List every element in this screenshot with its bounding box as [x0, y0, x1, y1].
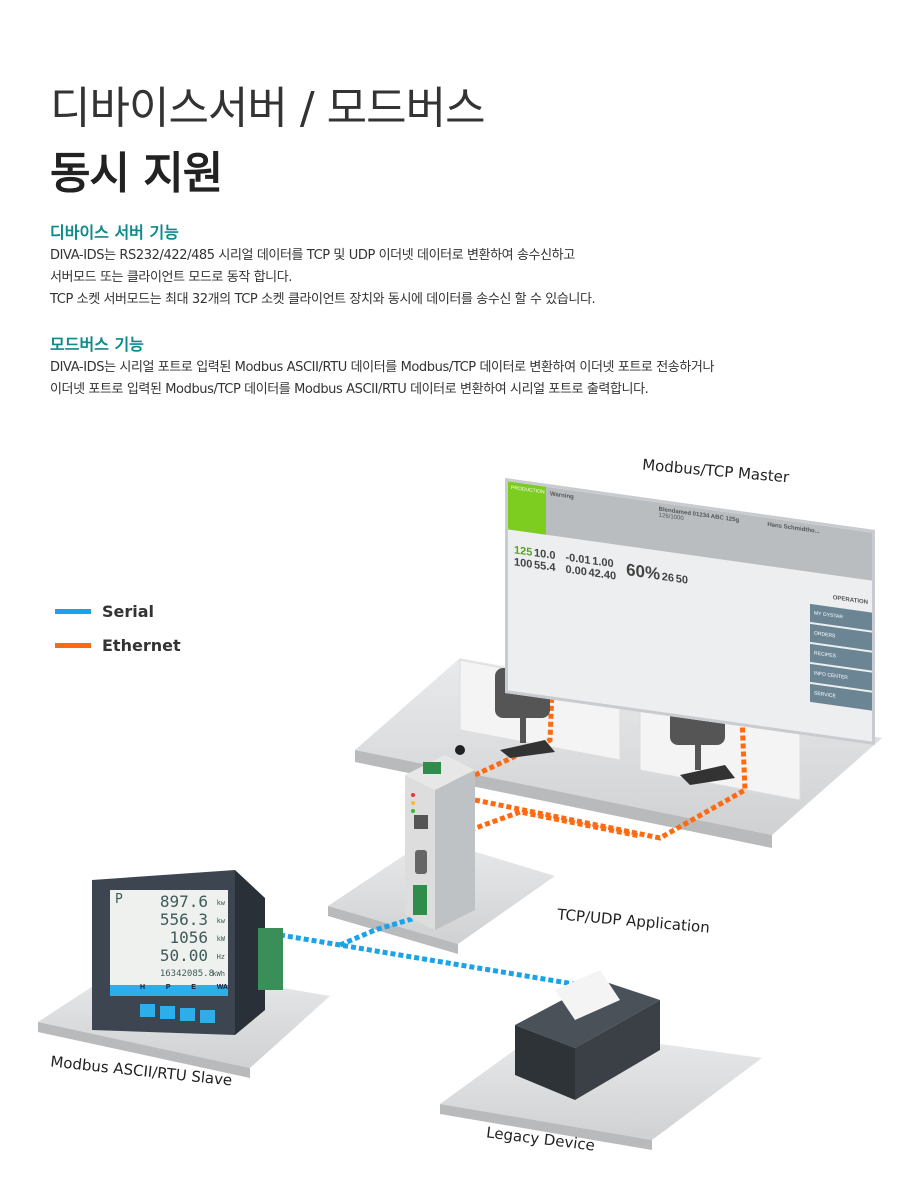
text-line: 이더넷 포트로 입력된 Modbus/TCP 데이터를 Modbus ASCII… [50, 382, 649, 397]
ethernet-cable [469, 689, 748, 841]
meter-unit: kw [216, 917, 225, 925]
speed-value: 55.4 [534, 559, 556, 575]
page-title-line1: 디바이스서버 / 모드버스 [50, 83, 486, 134]
meter-unit: kw [216, 899, 225, 907]
meter-value: 556.3 [159, 910, 208, 929]
pressure-value: 42.40 [588, 566, 617, 583]
meter-unit: kW [216, 935, 225, 943]
meter-value: 897.6 [159, 892, 208, 911]
legacy-printer [515, 970, 660, 1100]
meter-key-label: WA [216, 984, 228, 991]
meter-unit: Hz [216, 953, 225, 961]
text-line: 서버모드 또는 클라이언트 모드로 동작 합니다. [50, 270, 293, 285]
progress-percent: 60% [626, 560, 661, 584]
pressure-value: 0.00 [565, 563, 587, 579]
text-line: DIVA-IDS는 RS232/422/485 시리얼 데이터를 TCP 및 U… [50, 248, 575, 263]
meter-mode: P [115, 892, 123, 907]
modbus-heading: 모드버스 기능 [50, 335, 144, 354]
device-server-heading: 디바이스 서버 기능 [50, 223, 179, 242]
page-title-line2: 동시 지원 [50, 148, 223, 199]
device-server-text: DIVA-IDS는 RS232/422/485 시리얼 데이터를 TCP 및 U… [50, 245, 596, 311]
modbus-text: DIVA-IDS는 시리얼 포트로 입력된 Modbus ASCII/RTU 데… [50, 357, 714, 401]
text-line: TCP 소켓 서버모드는 최대 32개의 TCP 소켓 클라이언트 장치와 동시… [50, 292, 596, 307]
ethernet-legend-label: Ethernet [102, 636, 181, 655]
meter-value: 50.00 [159, 946, 208, 965]
serial-legend-swatch [55, 609, 91, 614]
production-badge: PRODUCTION [508, 481, 546, 535]
text-line: DIVA-IDS는 시리얼 포트로 입력된 Modbus ASCII/RTU 데… [50, 360, 715, 375]
meter-energy-unit: kWh [212, 970, 225, 978]
serial-cable [279, 915, 611, 993]
meter-key-label: E [191, 984, 196, 991]
meter-key-label: P [165, 984, 171, 991]
count-value: 26 [661, 571, 675, 585]
meter-display: P 897.6 kw 556.3 kw 1056 kW 50.00 Hz 1634208… [110, 890, 228, 985]
serial-legend-label: Serial [102, 602, 155, 621]
diva-ids-device-server [405, 745, 475, 930]
meter-energy: 16342085.8 [159, 969, 214, 979]
meter-keys: H P E WA [140, 984, 228, 991]
ethernet-legend-swatch [55, 643, 91, 648]
count-value: 50 [675, 572, 688, 587]
meter-key-label: H [140, 984, 146, 991]
meter-value: 1056 [169, 928, 208, 947]
speed-value: 100 [514, 556, 533, 571]
